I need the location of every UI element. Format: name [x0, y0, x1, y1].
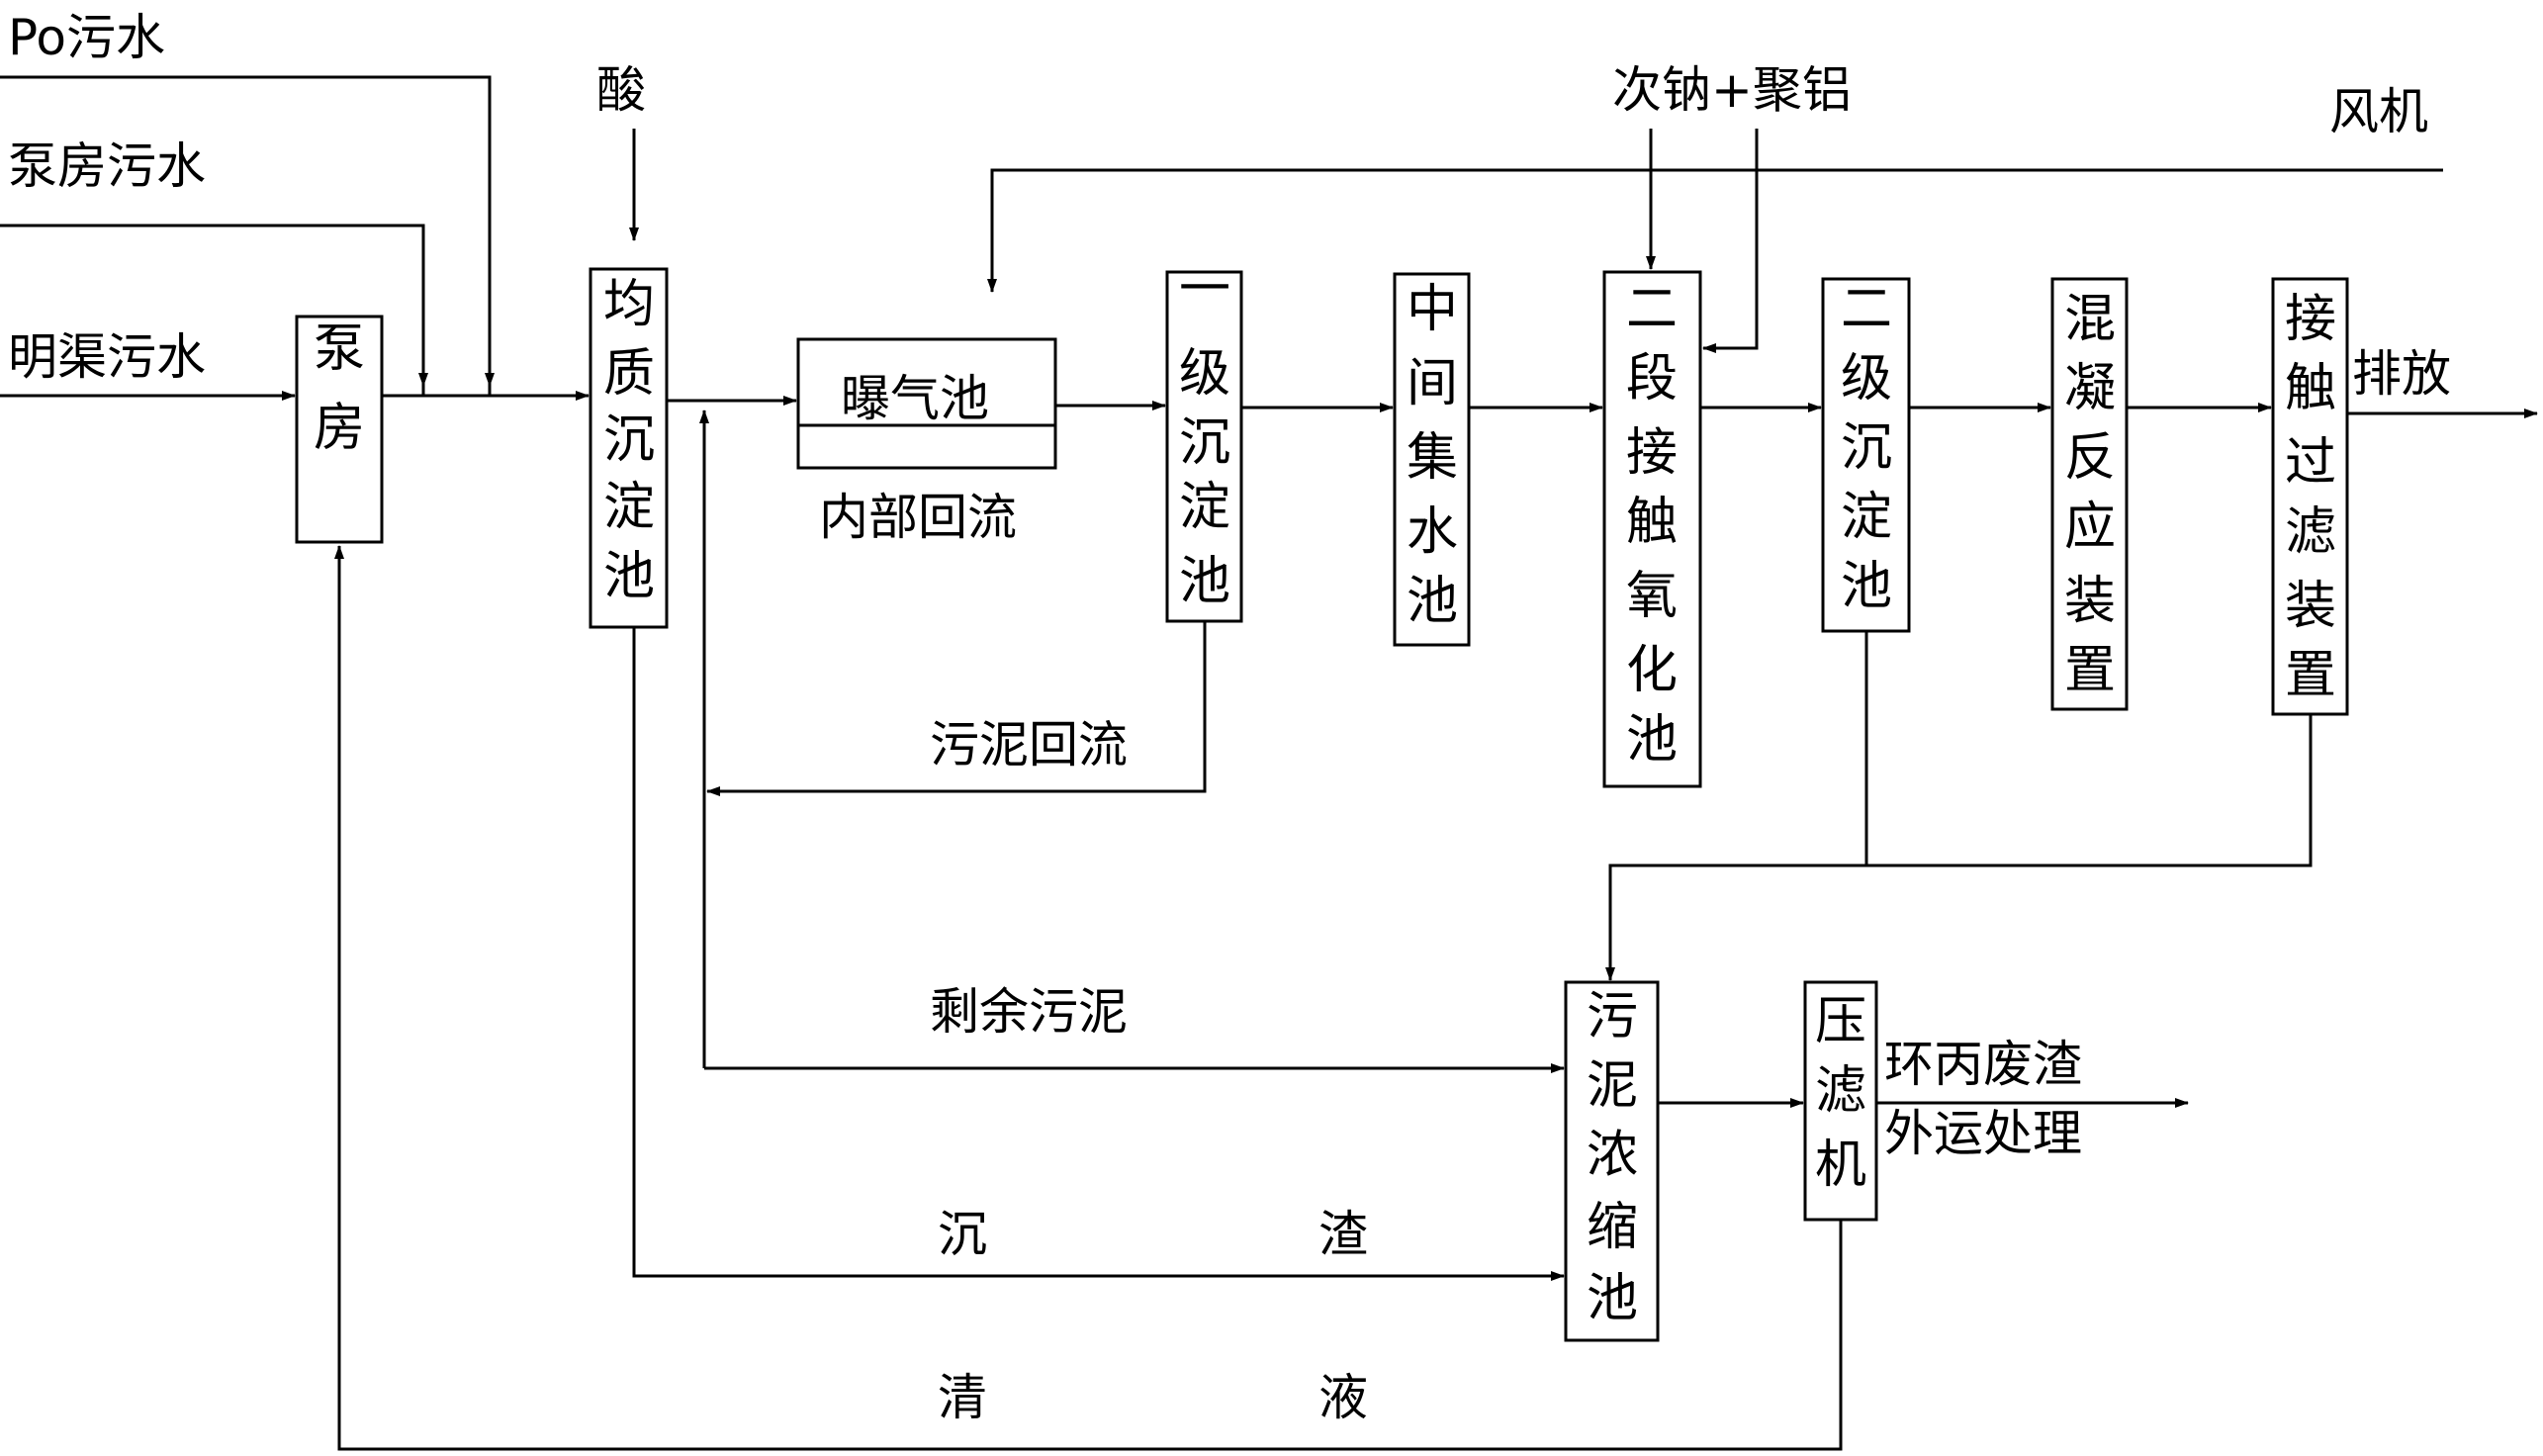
it-char-4: 水	[1407, 502, 1458, 562]
pump-house-sewage-label: 泵房污水	[8, 137, 206, 195]
st-char-1: 污	[1587, 987, 1638, 1046]
blower-line	[987, 168, 2443, 293]
co-char-3: 接	[1626, 423, 1678, 483]
co-char-7: 池	[1626, 710, 1678, 770]
eq-char-4: 淀	[603, 478, 655, 537]
cf-sludge-line	[1605, 714, 2313, 981]
it-char-3: 集	[1407, 428, 1458, 488]
it-char-2: 间	[1407, 354, 1458, 413]
co-char-5: 氧	[1626, 567, 1678, 626]
pump-house-box	[295, 315, 384, 544]
cr-char-6: 置	[2064, 641, 2116, 700]
blower-label: 风机	[2329, 83, 2428, 140]
co-char-6: 化	[1626, 641, 1678, 700]
eq-char-3: 沉	[603, 410, 655, 470]
fp-char-3: 机	[1815, 1136, 1866, 1195]
fp-char-1: 压	[1815, 992, 1866, 1051]
open-channel-sewage-label: 明渠污水	[8, 328, 206, 386]
st-char-3: 浓	[1587, 1126, 1638, 1185]
cf-char-6: 置	[2285, 646, 2336, 705]
cr-char-2: 凝	[2064, 359, 2116, 418]
pump-house-char-1: 泵	[314, 319, 365, 379]
po-sewage-label: Po污水	[8, 9, 165, 66]
it-char-1: 中	[1407, 280, 1458, 339]
waste-residue-label-1: 环丙废渣	[1884, 1036, 2082, 1093]
sediment-line	[632, 627, 1565, 1281]
cr-char-3: 反	[2064, 428, 2116, 488]
fp-char-2: 滤	[1815, 1061, 1866, 1121]
co-char-2: 段	[1626, 349, 1678, 409]
it-char-5: 池	[1407, 572, 1458, 631]
pst-char-3: 沉	[1179, 413, 1230, 473]
equalization-settling-tank-box	[589, 267, 669, 629]
po-sewage-line	[0, 75, 492, 396]
clear-liquid-return-line	[334, 545, 1843, 1451]
hypochlorite-branch-line	[1702, 129, 1759, 353]
st-char-2: 泥	[1587, 1056, 1638, 1116]
excess-sludge-label: 剩余污泥	[930, 983, 1128, 1041]
acid-label: 酸	[596, 61, 646, 119]
hypochlorite-pac-label: 次钠+聚铝	[1612, 61, 1852, 119]
contact-oxidation-tank-box	[1602, 270, 1702, 788]
coagulation-reactor-box	[2050, 277, 2129, 711]
eq-char-1: 均	[603, 275, 655, 334]
co-char-1: 二	[1626, 280, 1678, 339]
sludge-thickener-box	[1564, 980, 1660, 1342]
sst-char-4: 淀	[1841, 488, 1892, 547]
sediment-label-1: 沉	[938, 1206, 987, 1263]
sst-char-2: 级	[1841, 349, 1892, 409]
cr-char-4: 应	[2064, 498, 2116, 557]
cr-char-5: 装	[2064, 572, 2116, 631]
sst-char-1: 二	[1841, 280, 1892, 339]
sludge-return-line	[706, 621, 1207, 796]
waste-residue-label-2: 外运处理	[1884, 1105, 2082, 1162]
cf-char-5: 装	[2285, 577, 2336, 636]
cf-char-4: 滤	[2285, 502, 2336, 562]
pump-house-char-2: 房	[314, 399, 365, 458]
co-char-4: 触	[1626, 493, 1678, 552]
discharge-label: 排放	[2352, 345, 2451, 403]
clear-liquid-label-1: 清	[938, 1369, 987, 1426]
internal-reflux-label: 内部回流	[819, 489, 1017, 546]
cf-char-1: 接	[2285, 290, 2336, 349]
st-char-5: 池	[1587, 1269, 1638, 1328]
aeration-tank-box	[796, 337, 1057, 470]
aeration-tank-label: 曝气池	[841, 370, 989, 427]
pst-char-1: 一	[1179, 260, 1230, 319]
eq-char-2: 质	[603, 344, 655, 404]
intermediate-tank-box	[1393, 272, 1471, 647]
sst-char-3: 沉	[1841, 418, 1892, 478]
cf-char-2: 触	[2285, 359, 2336, 418]
sst-char-5: 池	[1841, 557, 1892, 616]
cr-char-1: 混	[2064, 290, 2116, 349]
eq-char-5: 池	[603, 547, 655, 606]
st-char-4: 缩	[1587, 1198, 1638, 1257]
pst-char-5: 池	[1179, 552, 1230, 611]
clear-liquid-label-2: 液	[1318, 1369, 1368, 1426]
cf-char-3: 过	[2285, 433, 2336, 493]
sediment-label-2: 渣	[1318, 1206, 1368, 1263]
pst-char-2: 级	[1179, 344, 1230, 404]
sludge-return-label: 污泥回流	[930, 716, 1128, 774]
pst-char-4: 淀	[1179, 478, 1230, 537]
